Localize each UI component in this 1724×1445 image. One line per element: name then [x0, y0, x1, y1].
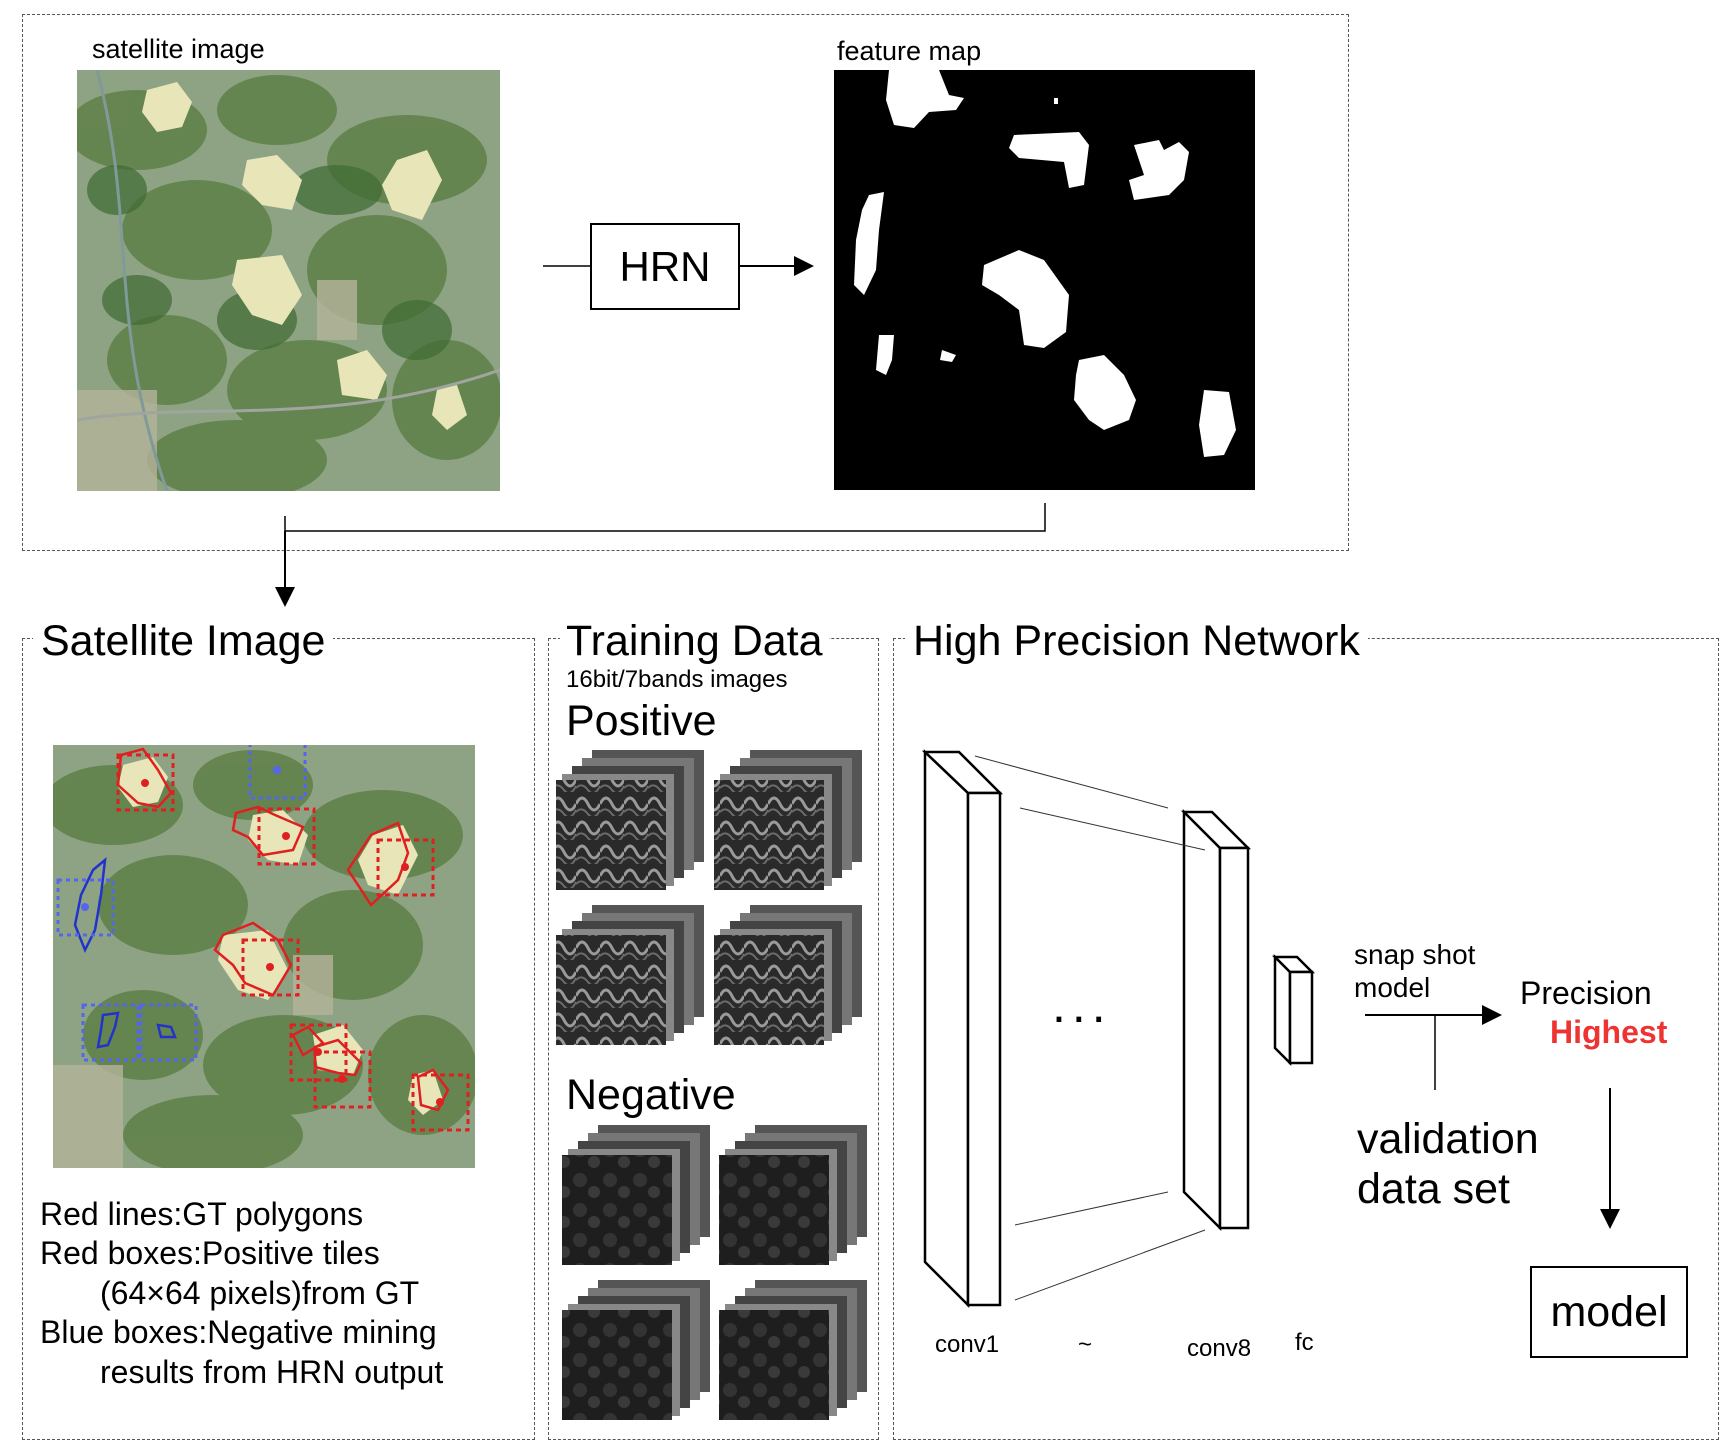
tilde-label: ~ [1078, 1331, 1093, 1358]
snapshot-label-line-2: model [1354, 972, 1431, 1003]
conv1-label: conv1 [935, 1331, 1000, 1358]
ellipsis-dots: ... [1052, 977, 1112, 1033]
legend-line-2: Red boxes:Positive tiles [40, 1235, 380, 1271]
validation-label-line-1: validation [1357, 1115, 1539, 1163]
conv8-label: conv8 [1187, 1335, 1252, 1362]
merge-connector [284, 503, 1046, 532]
precision-label: Precision [1520, 975, 1652, 1011]
training-subtitle: 16bit/7bands images [566, 666, 788, 693]
satellite-panel-title: Satellite Image [33, 620, 334, 663]
negative-label: Negative [566, 1071, 736, 1119]
legend-line-3: (64×64 pixels)from GT [100, 1275, 420, 1311]
validation-label-line-2: data set [1357, 1165, 1510, 1213]
negative-tile-stack-4 [719, 1280, 867, 1420]
top-panel [22, 14, 1349, 551]
hrn-label: HRN [619, 243, 711, 290]
annotated-satellite-image [53, 745, 475, 1168]
fc-slab [1271, 953, 1316, 1067]
fc-label: fc [1295, 1329, 1314, 1356]
network-panel-title: High Precision Network [905, 620, 1368, 663]
conv1-slab [921, 749, 1004, 1309]
positive-tile-stack-1 [556, 750, 704, 890]
model-label: model [1550, 1288, 1668, 1336]
feature-map-label: feature map [837, 36, 982, 66]
negative-tile-stack-1 [562, 1125, 710, 1265]
legend-line-5: results from HRN output [100, 1354, 444, 1390]
feature-map [834, 70, 1255, 490]
positive-label: Positive [566, 697, 717, 745]
satellite-image [77, 70, 500, 491]
positive-tile-stack-2 [714, 750, 862, 890]
highest-label: Highest [1550, 1014, 1668, 1050]
hrn-box [590, 223, 740, 310]
conv8-slab [1180, 808, 1252, 1232]
positive-tile-stack-3 [556, 905, 704, 1045]
legend-line-4: Blue boxes:Negative mining [40, 1314, 437, 1350]
negative-tile-stack-3 [562, 1280, 710, 1420]
satellite-image-label: satellite image [92, 34, 265, 64]
model-box [1530, 1266, 1688, 1358]
training-panel-title: Training Data [560, 620, 829, 665]
legend-line-1: Red lines:GT polygons [40, 1196, 364, 1232]
positive-tile-stack-4 [714, 905, 862, 1045]
snapshot-label-line-1: snap shot [1354, 939, 1476, 970]
negative-tile-stack-2 [719, 1125, 867, 1265]
